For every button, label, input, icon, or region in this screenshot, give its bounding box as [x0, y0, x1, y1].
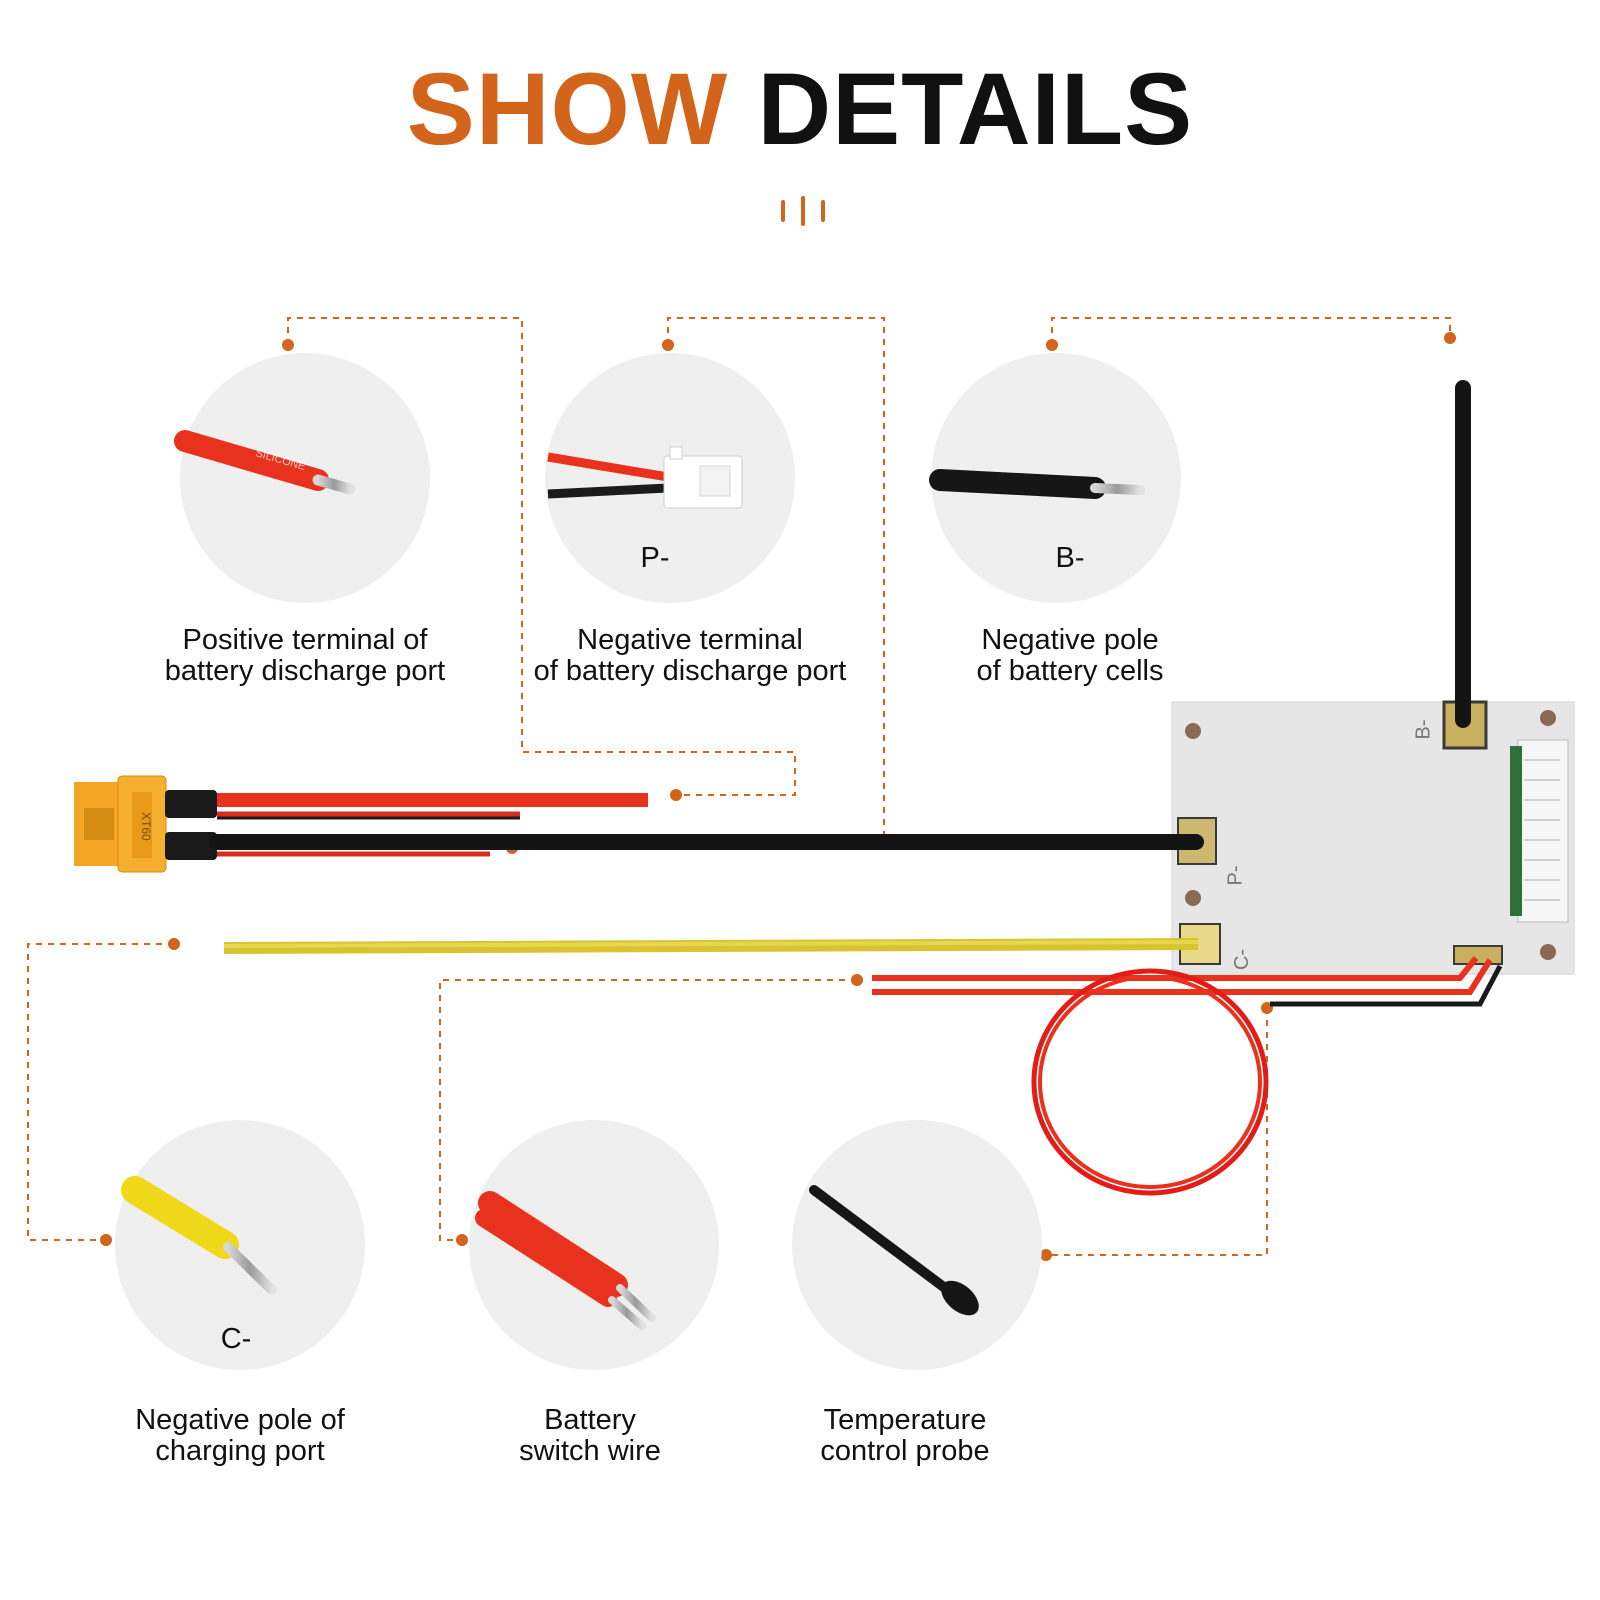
tag-b-minus: B- [1055, 542, 1085, 574]
circle-temp-probe [792, 1120, 1042, 1370]
yellow-wire-closeup-icon [121, 1176, 277, 1295]
red-black-connector-icon [547, 446, 743, 509]
leader-negative-charging [27, 943, 174, 1241]
bms-board [1171, 700, 1575, 975]
temperature-probe-closeup-icon [809, 1185, 979, 1316]
caption-positive-discharge: Positive terminal of battery discharge p… [164, 624, 446, 687]
discharge-wires [165, 790, 1204, 860]
leader-negative-cells [1051, 317, 1451, 345]
caption-temp-probe: Temperature control probe [820, 1404, 990, 1467]
black-wire-closeup-icon [929, 469, 1145, 499]
svg-text:XT60: XT60 [139, 812, 153, 841]
leader-dots [100, 332, 1456, 1261]
circle-negative-charging [115, 1120, 365, 1370]
twin-red-wire-closeup-icon [475, 1191, 656, 1330]
board-label-p: P- [1224, 865, 1247, 886]
circle-switch-wire [469, 1120, 719, 1370]
xt60-connector: XT60 [74, 775, 167, 873]
board-label-b: B- [1412, 719, 1435, 740]
leader-switch-wire [439, 979, 857, 1241]
tag-p-minus: P- [640, 542, 670, 574]
c-minus-wire [190, 938, 1199, 954]
tag-c-minus: C- [220, 1323, 252, 1355]
leader-negative-discharge [512, 317, 885, 849]
caption-negative-cells: Negative pole of battery cells [976, 624, 1164, 687]
leader-lines [27, 317, 1451, 1256]
switch-and-probe-wires [858, 956, 1503, 1196]
caption-negative-discharge: Negative terminal of battery discharge p… [533, 624, 847, 687]
page-title: SHOW DETAILS [0, 58, 1600, 160]
caption-negative-charging: Negative pole of charging port [135, 1404, 345, 1467]
feature-circles [115, 353, 1181, 1370]
caption-switch-wire: Battery switch wire [519, 1404, 661, 1467]
title-divider-icon [781, 196, 825, 226]
board-label-c: C- [1231, 948, 1254, 971]
red-wire-closeup-icon: SILICONE [174, 430, 356, 495]
title-word-details: DETAILS [757, 52, 1194, 166]
leader-temp-probe [1046, 1008, 1268, 1256]
leader-positive-discharge [287, 317, 796, 796]
title-word-show: SHOW [406, 52, 729, 166]
